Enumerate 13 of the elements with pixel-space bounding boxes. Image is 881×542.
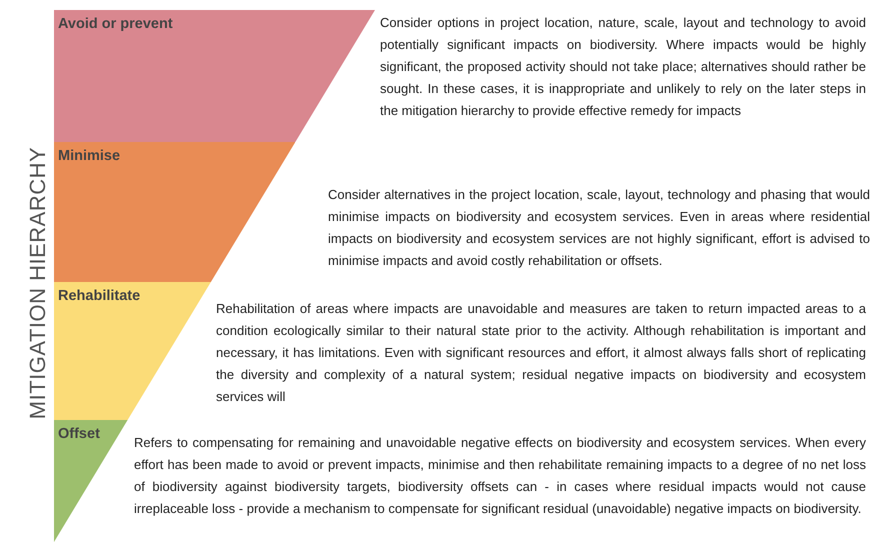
hierarchy-band (54, 142, 296, 282)
description-paragraph: Consider options in project location, nature, scale, layout and technology to avoid potentially significant impacts on biodiversity. Where impacts would be highly significant, the proposed activity should not take place; alternatives should rather be sought. In these cases, it is inappropriate and unlikely to rely on the later steps in the mitigation hierarchy to provide effective remedy for impacts (380, 14, 866, 120)
vertical-title: MITIGATION HIERARCHY (25, 146, 51, 420)
description-paragraph: Consider alternatives in the project location, scale, layout, technology and phasing that would minimise impacts on biodiversity and ecosystem services. Even in areas where residential impacts on biodiversity and ecosystem services are not highly significant, effort is advised to minimise impacts and avoid costly rehabilitation or offsets. (328, 186, 870, 270)
band-title: Avoid or prevent (58, 16, 173, 32)
band-title: Rehabilitate (58, 288, 140, 304)
band-title: Minimise (58, 148, 120, 164)
hierarchy-band (54, 10, 375, 142)
description-paragraph: Refers to compensating for remaining and unavoidable negative effects on biodiversity and ecosystem services. When every effort has been made to avoid or prevent impacts, minimise and then rehabilitate remaining impacts to a degree of no net loss of biodiversity against biodiversity targets, biodiversity offsets can - in cases where residual impacts would not cause irreplaceable loss - provide a mechanism to compensate for significant residual (unavoidable) negative impacts on biodiversity. (134, 434, 866, 518)
hierarchy-band (54, 282, 211, 420)
description-paragraph: Rehabilitation of areas where impacts are unavoidable and measures are taken to return impacted areas to a condition ecologically similar to their natural state prior to the activity. Although rehabilitation is important and necessary, it has limitations. Even with significant resources and effort, it almost always falls short of replicating the diversity and complexity of a natural system; residual negative impacts on biodiversity and ecosystem services will (216, 300, 866, 406)
band-title: Offset (58, 426, 100, 442)
hierarchy-band (54, 420, 128, 542)
